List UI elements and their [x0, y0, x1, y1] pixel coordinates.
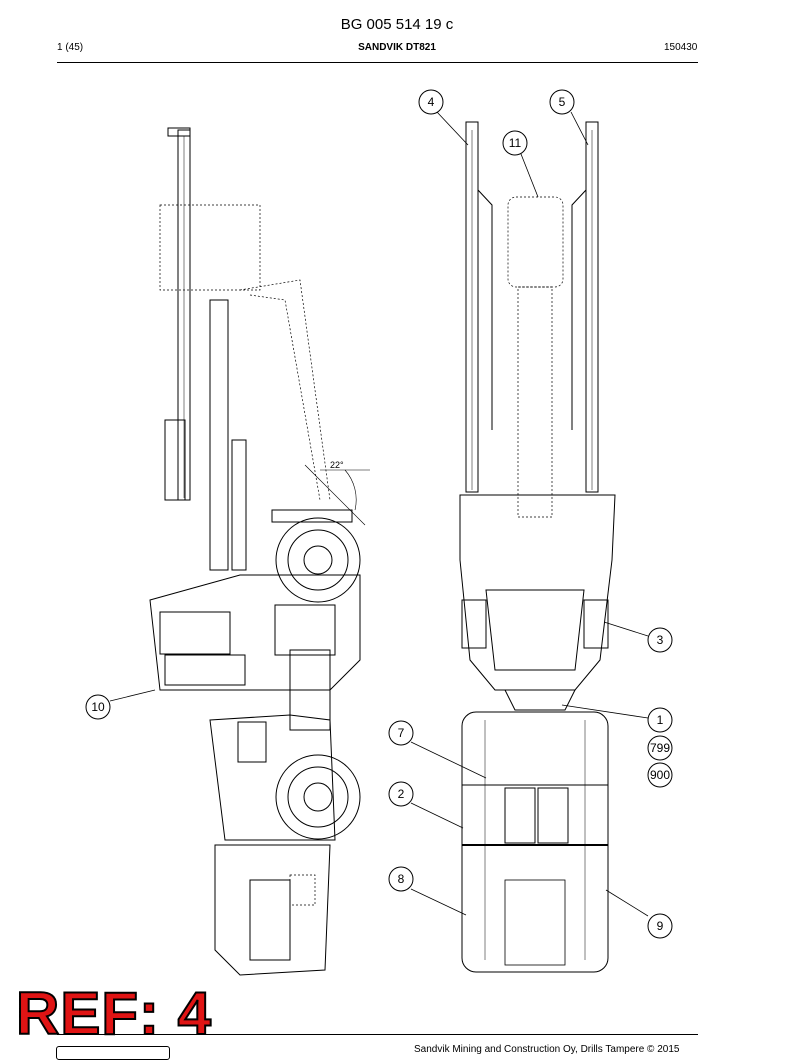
top-view: [459, 121, 616, 973]
callout-5: 5: [549, 89, 575, 115]
leader-lines: [109, 111, 649, 917]
svg-text:7: 7: [398, 726, 405, 740]
svg-text:1: 1: [657, 713, 664, 727]
ref-stamp: REF: 4: [15, 980, 213, 1047]
svg-text:799: 799: [650, 741, 670, 755]
brand-logo: [56, 1046, 170, 1060]
svg-text:10: 10: [91, 700, 105, 714]
callout-2: 2: [388, 781, 414, 807]
callout-7: 7: [388, 720, 414, 746]
document-date: 150430: [664, 42, 698, 53]
page-count: 1 (45): [57, 42, 84, 53]
callout-3: 3: [647, 627, 673, 653]
svg-text:3: 3: [657, 633, 664, 647]
side-view: [149, 127, 370, 976]
model-title: SANDVIK DT821: [358, 42, 436, 53]
callout-1: 1: [647, 707, 673, 733]
svg-text:8: 8: [398, 872, 405, 886]
callout-4: 4: [418, 89, 444, 115]
callout-10: 10: [85, 694, 111, 720]
callout-799: 799: [647, 735, 673, 761]
svg-text:2: 2: [398, 787, 405, 801]
callout-11: 11: [502, 130, 528, 156]
svg-text:900: 900: [650, 768, 670, 782]
copyright-footer: Sandvik Mining and Construction Oy, Dril…: [414, 1044, 680, 1055]
angle-label: 22°: [330, 460, 344, 470]
svg-text:4: 4: [428, 95, 435, 109]
footer-rule: [57, 1034, 698, 1035]
header-rule: [57, 62, 698, 63]
callout-900: 900: [647, 762, 673, 788]
callout-8: 8: [388, 866, 414, 892]
svg-text:5: 5: [559, 95, 566, 109]
svg-text:11: 11: [509, 136, 522, 150]
svg-text:9: 9: [657, 919, 664, 933]
document-number: BG 005 514 19 c: [340, 16, 454, 33]
callout-9: 9: [647, 913, 673, 939]
